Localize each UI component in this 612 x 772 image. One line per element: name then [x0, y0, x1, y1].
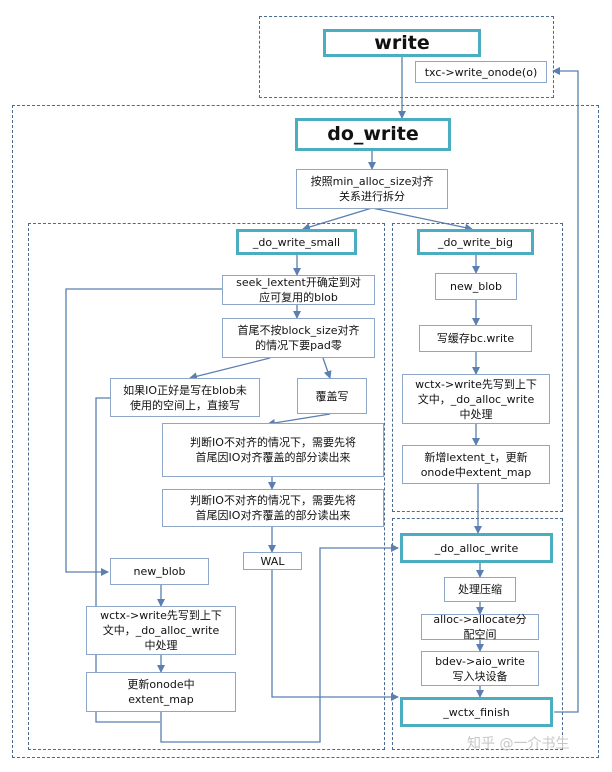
arrow-direct-to-finish — [95, 397, 160, 723]
write-node: write — [323, 29, 481, 57]
read-unaligned-node-1: 判断IO不对齐的情况下，需要先将 首尾因IO对齐覆盖的部分读出来 — [162, 423, 384, 477]
do-write-node: do_write — [295, 118, 451, 151]
overwrite-node: 覆盖写 — [297, 378, 367, 414]
wctx-write-small-node: wctx->write先写到上下 文中，_do_alloc_write 中处理 — [86, 606, 236, 655]
do-write-big-node: _do_write_big — [417, 229, 534, 255]
watermark: 知乎 @一介书生 — [467, 736, 570, 752]
new-lextent-node: 新增lextent_t，更新 onode中extent_map — [402, 445, 550, 484]
aio-write-node: bdev->aio_write 写入块设备 — [421, 651, 539, 686]
do-write-small-node: _do_write_small — [236, 229, 357, 255]
arrow-pad-to-direct — [189, 357, 271, 381]
write-region — [259, 16, 554, 98]
seek-lextent-node: seek_lextent开确定到对 应可复用的blob — [222, 275, 375, 305]
compress-node: 处理压缩 — [444, 577, 516, 602]
arrow-update-to-alloc — [160, 544, 399, 743]
read-unaligned-node-2: 判断IO不对齐的情况下，需要先将 首尾因IO对齐覆盖的部分读出来 — [162, 489, 384, 527]
new-blob-small-node: new_blob — [110, 558, 209, 585]
arrow-seek-to-new-blob-small — [65, 288, 222, 576]
arrow-split-to-small — [302, 207, 373, 231]
small-write-region — [28, 223, 385, 750]
arrow-pad-to-overwrite — [322, 357, 332, 379]
txc-write-onode-node: txc->write_onode(o) — [415, 61, 547, 83]
allocate-node: alloc->allocate分 配空间 — [421, 613, 539, 641]
wal-node: WAL — [243, 552, 302, 570]
wctx-write-big-node: wctx->write先写到上下 文中，_do_alloc_write 中处理 — [402, 374, 550, 424]
arrow-finish-to-write-onode — [552, 67, 579, 713]
wctx-finish-node: _wctx_finish — [400, 697, 553, 727]
bc-write-node: 写缓存bc.write — [419, 325, 532, 352]
arrow-overwrite-to-read — [267, 413, 331, 427]
do-write-region — [12, 105, 599, 758]
update-extent-map-node: 更新onode中 extent_map — [86, 672, 236, 712]
split-node: 按照min_alloc_size对齐 关系进行拆分 — [296, 169, 448, 209]
arrow-split-to-big — [371, 207, 473, 232]
pad-zero-node: 首尾不按block_size对齐 的情况下要pad零 — [222, 318, 375, 358]
do-alloc-write-node: _do_alloc_write — [400, 533, 553, 563]
new-blob-big-node: new_blob — [435, 273, 517, 300]
arrow-wal-to-finish — [271, 570, 399, 701]
direct-write-node: 如果IO正好是写在blob未 使用的空间上，直接写 — [110, 378, 260, 417]
